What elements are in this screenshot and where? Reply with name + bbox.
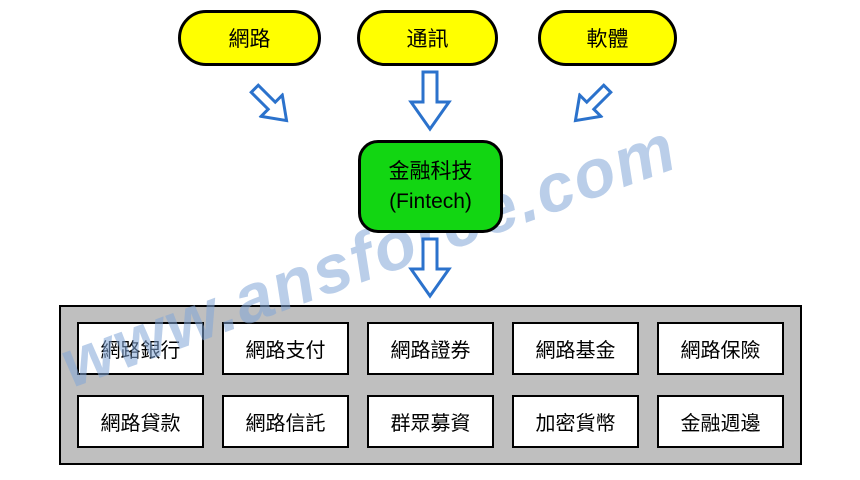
arrow-down-left-icon [573, 83, 613, 123]
source-node-network-label: 網路 [228, 28, 271, 51]
arrow-down-right-icon [249, 83, 289, 123]
source-node-network: 網路 [178, 10, 321, 66]
category-cell-cryptocurrency: 加密貨幣 [512, 395, 639, 448]
category-row-1: 網路銀行 網路支付 網路證券 網路基金 網路保險 [77, 322, 784, 375]
source-node-software: 軟體 [538, 10, 677, 66]
category-label: 網路貸款 [100, 413, 181, 435]
category-panel: 網路銀行 網路支付 網路證券 網路基金 網路保險 網路貸款 網路信託 群 [59, 305, 802, 465]
arrow-down-icon [408, 237, 452, 299]
category-cell-online-funds: 網路基金 [512, 322, 639, 375]
hub-node-title: 金融科技 [388, 160, 473, 184]
hub-node-subtitle: (Fintech) [389, 189, 472, 213]
category-label: 加密貨幣 [535, 413, 616, 435]
category-cell-crowdfunding: 群眾募資 [367, 395, 494, 448]
category-cell-online-insurance: 網路保險 [657, 322, 784, 375]
source-node-software-label: 軟體 [586, 28, 629, 51]
category-cell-finance-peripherals: 金融週邊 [657, 395, 784, 448]
source-node-telecom: 通訊 [357, 10, 498, 66]
category-cell-online-lending: 網路貸款 [77, 395, 204, 448]
category-label: 網路信託 [245, 413, 326, 435]
category-cell-online-banking: 網路銀行 [77, 322, 204, 375]
category-label: 金融週邊 [680, 413, 761, 435]
category-label: 網路支付 [245, 340, 326, 362]
category-label: 網路銀行 [100, 340, 181, 362]
category-label: 群眾募資 [390, 413, 471, 435]
category-label: 網路基金 [535, 340, 616, 362]
category-cell-online-payment: 網路支付 [222, 322, 349, 375]
arrow-down-icon [408, 70, 452, 132]
category-row-2: 網路貸款 網路信託 群眾募資 加密貨幣 金融週邊 [77, 395, 784, 448]
category-cell-online-trust: 網路信託 [222, 395, 349, 448]
category-label: 網路證券 [390, 340, 471, 362]
hub-node-fintech: 金融科技 (Fintech) [358, 140, 503, 233]
category-label: 網路保險 [680, 340, 761, 362]
category-cell-online-securities: 網路證券 [367, 322, 494, 375]
source-node-telecom-label: 通訊 [406, 28, 449, 51]
